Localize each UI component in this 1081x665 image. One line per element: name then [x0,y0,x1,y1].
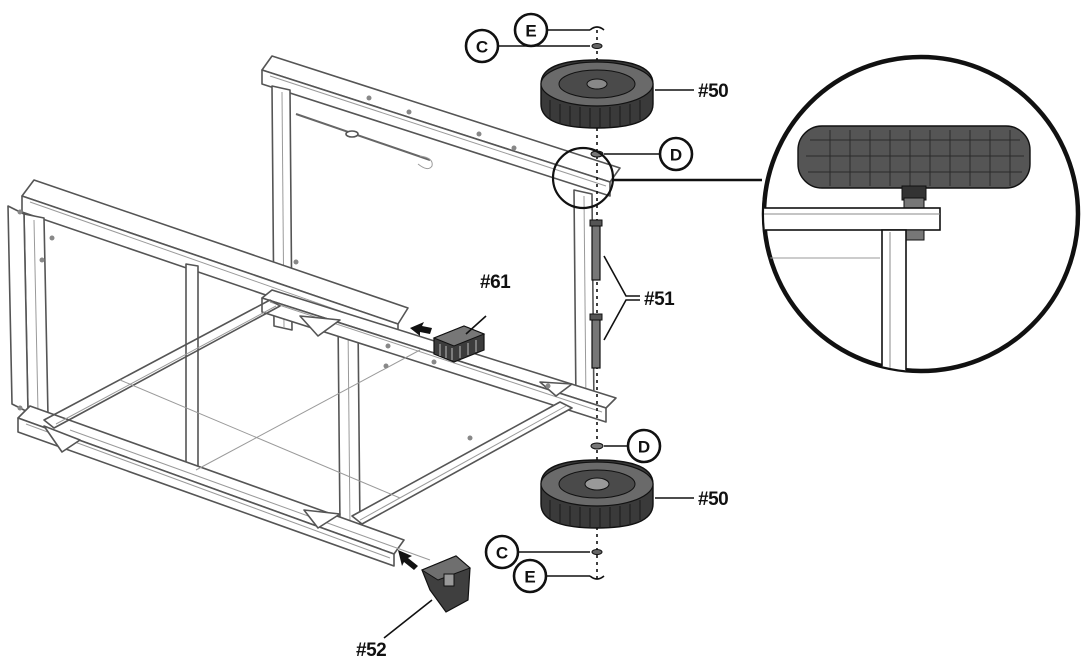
callout-d-top: D [658,136,694,172]
leader-lines [383,29,694,639]
callout-e-top: E [513,12,549,48]
callout-d-top-label: D [670,146,682,165]
axle-rods [589,219,603,369]
foot-52 [398,550,471,613]
callout-c-bottom: C [484,534,520,570]
cart-frame [7,55,621,567]
zoom-detail [761,54,1081,374]
bottom-wheel [540,459,654,529]
label-axle: #51 [644,289,675,310]
callout-c-top-label: C [476,38,488,57]
top-wheel [540,59,654,129]
top-washer-c [591,43,603,49]
callout-c-bottom-label: C [496,544,508,563]
bottom-pin-e [589,575,605,580]
callout-d-bottom-label: D [638,438,650,457]
callout-e-top-label: E [525,22,536,41]
bottom-spacer-d [590,442,604,450]
label-wheel-top: #50 [698,81,728,102]
end-cap-61 [410,322,486,363]
detail-source-circle [551,146,762,210]
bottom-washer-c [591,549,603,555]
callout-d-bottom: D [626,428,662,464]
label-end-cap: #61 [480,272,511,293]
callout-e-bottom-label: E [524,568,535,587]
label-wheel-bottom: #50 [698,489,728,510]
callout-c-top: C [464,28,500,64]
callout-e-bottom: E [512,558,548,594]
label-foot: #52 [356,640,386,661]
top-pin-e [589,26,605,31]
